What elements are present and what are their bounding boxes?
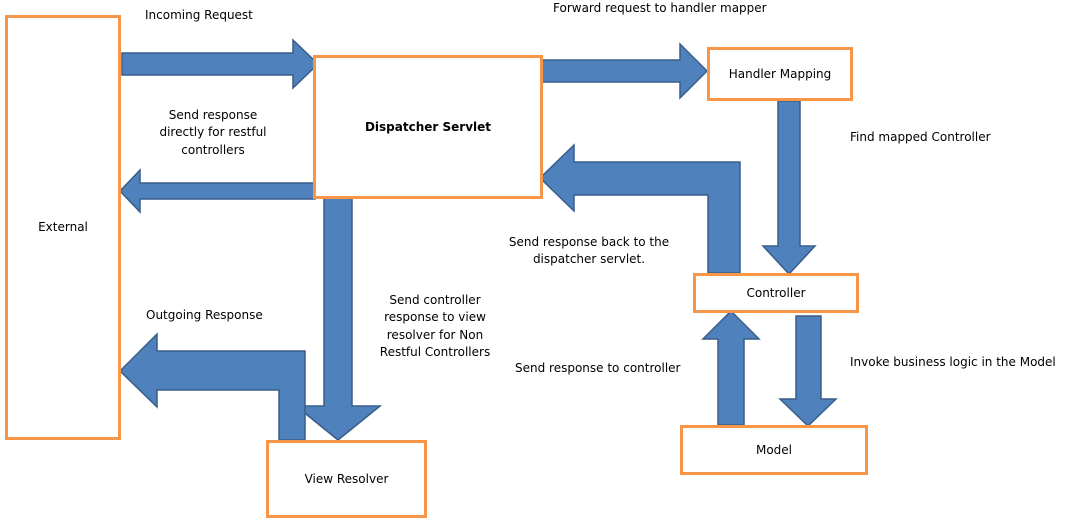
send-response-back-label: Send response back to the dispatcher ser… xyxy=(494,234,684,269)
invoke-business-logic-label: Invoke business logic in the Model xyxy=(850,355,1056,369)
send-controller-response-line-4: Restful Controllers xyxy=(379,345,491,360)
view-resolver-box: View Resolver xyxy=(266,440,427,518)
external-box: External xyxy=(5,15,121,440)
view-resolver-label: View Resolver xyxy=(304,471,389,486)
external-label: External xyxy=(38,220,88,235)
forward-request-label: Forward request to handler mapper xyxy=(553,1,767,15)
send-response-restful-line-2: directly for restful xyxy=(159,125,267,140)
outgoing-response-arrow xyxy=(118,332,306,441)
send-controller-response-line-3: resolver for Non xyxy=(386,327,484,342)
send-controller-response-line-1: Send controller xyxy=(389,293,481,307)
dispatcher-to-view-resolver-arrow xyxy=(293,197,383,441)
dispatcher-servlet-label: Dispatcher Servlet xyxy=(364,119,492,134)
send-controller-response-label: Send controller response to view resolve… xyxy=(372,292,498,362)
response-to-dispatcher-arrow xyxy=(538,143,741,274)
find-mapped-controller-label: Find mapped Controller xyxy=(850,130,991,144)
send-controller-response-line-2: response to view xyxy=(384,310,486,325)
forward-request-arrow xyxy=(541,42,709,100)
outgoing-response-label: Outgoing Response xyxy=(146,308,263,322)
controller-label: Controller xyxy=(746,285,806,300)
send-response-restful-label: Send response directly for restful contr… xyxy=(148,107,278,159)
send-response-to-controller-label: Send response to controller xyxy=(515,361,681,375)
handler-mapping-label: Handler Mapping xyxy=(728,66,832,81)
send-response-back-line-1: Send response back to the xyxy=(508,235,670,249)
model-box: Model xyxy=(680,425,868,475)
controller-to-model-arrow xyxy=(778,315,838,428)
dispatcher-servlet-box: Dispatcher Servlet xyxy=(313,55,543,199)
find-controller-arrow xyxy=(761,100,817,276)
incoming-request-arrow xyxy=(121,38,320,90)
send-response-restful-line-3: controllers xyxy=(181,142,245,157)
model-to-controller-arrow xyxy=(701,309,761,426)
incoming-request-label: Incoming Request xyxy=(145,8,253,22)
handler-mapping-box: Handler Mapping xyxy=(707,47,853,101)
controller-box: Controller xyxy=(693,273,859,313)
restful-response-arrow xyxy=(118,168,316,214)
model-label: Model xyxy=(755,442,793,457)
send-response-restful-line-1: Send response xyxy=(168,108,258,122)
send-response-back-line-2: dispatcher servlet. xyxy=(532,252,646,267)
